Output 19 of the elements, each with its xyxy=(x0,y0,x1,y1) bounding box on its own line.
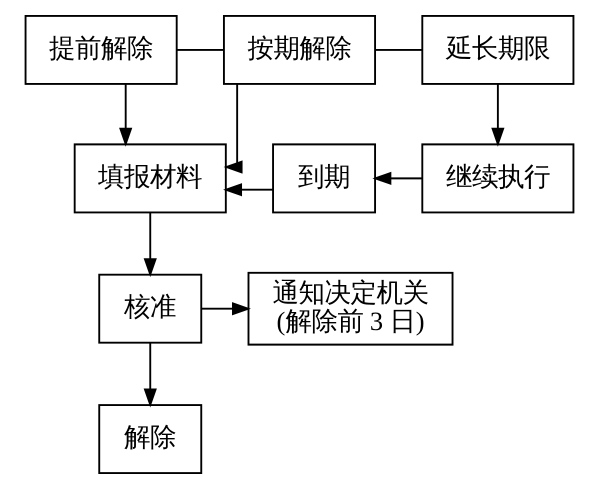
arrow xyxy=(143,342,156,408)
arrow xyxy=(222,183,272,196)
arrow xyxy=(223,84,242,174)
connector xyxy=(176,48,224,51)
arrow xyxy=(200,302,250,316)
arrow xyxy=(372,172,422,185)
node-box: 继续执行 xyxy=(420,143,574,214)
node-box: 按期解除 xyxy=(222,14,376,85)
connector xyxy=(375,48,422,51)
node-box: 核准 xyxy=(98,274,202,344)
node-box: 到期 xyxy=(272,143,376,214)
node-box: 解除 xyxy=(98,404,202,474)
node-box: 延长期限 xyxy=(420,14,574,85)
arrow xyxy=(118,84,132,147)
arrow xyxy=(490,84,504,147)
node-box: 填报材料 xyxy=(73,143,226,214)
arrow xyxy=(143,212,156,278)
node-box: 通知决定机关 (解除前 3 日) xyxy=(247,272,453,346)
node-box: 提前解除 xyxy=(24,14,178,85)
